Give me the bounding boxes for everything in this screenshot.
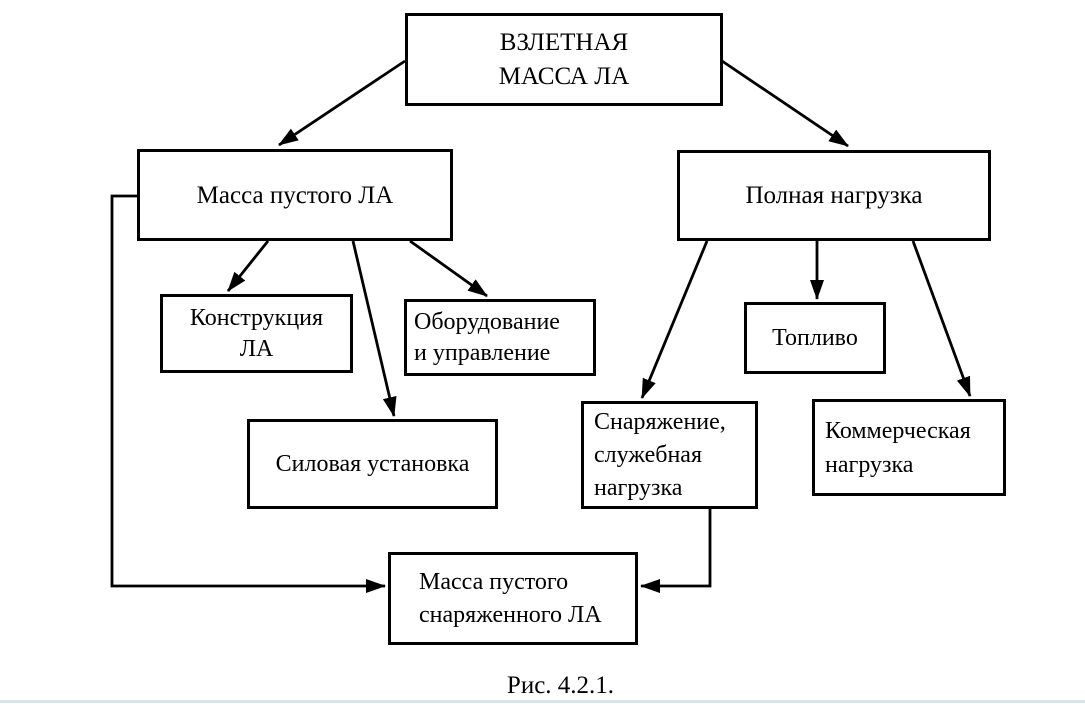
node-label-line: ВЗЛЕТНАЯ [499, 28, 629, 56]
node-label-line: Коммерческая [825, 417, 971, 444]
node-label-line: и управление [414, 339, 551, 366]
node-label-line: ЛА [239, 335, 274, 362]
node-equipment-control: Оборудование и управление [404, 299, 596, 376]
node-label-line: Силовая установка [275, 450, 470, 477]
node-label-line: Оборудование [414, 308, 560, 335]
node-full-load: Полная нагрузка [677, 150, 991, 241]
node-label-line: МАССА ЛА [498, 62, 630, 90]
node-empty-equipped-mass: Масса пустого снаряженного ЛА [388, 552, 638, 645]
node-label-line: служебная [594, 441, 702, 468]
arrow-empty-to-structure [226, 240, 270, 292]
node-power-plant: Силовая установка [247, 419, 498, 509]
node-label-line: Снаряжение, [594, 408, 726, 435]
arrow-gear-to-empty-equipped [640, 509, 712, 593]
arrow-takeoff-to-full [721, 59, 849, 148]
arrow-empty-to-equipment [409, 239, 488, 298]
node-label-line: нагрузка [594, 474, 683, 501]
arrow-full-to-commercial [911, 240, 972, 397]
node-commercial-load: Коммерческая нагрузка [812, 399, 1006, 496]
node-label-line: снаряженного ЛА [419, 601, 602, 628]
node-label-line: нагрузка [825, 451, 914, 478]
node-label-line: Полная нагрузка [745, 182, 923, 209]
node-fuel: Топливо [744, 302, 886, 374]
bottom-rule [0, 700, 1085, 703]
node-empty-mass: Масса пустого ЛА [137, 149, 453, 241]
arrow-empty-to-empty-equipped [110, 194, 386, 593]
node-gear-service-load: Снаряжение, служебная нагрузка [581, 401, 758, 509]
figure-caption: Рис. 4.2.1. [506, 672, 615, 699]
node-takeoff-mass: ВЗЛЕТНАЯ МАССА ЛА [405, 13, 723, 106]
arrow-empty-to-powerplant [351, 240, 397, 417]
arrow-full-to-gear [640, 240, 709, 399]
node-label-line: Масса пустого [419, 568, 569, 595]
node-structure: Конструкция ЛА [160, 294, 353, 373]
node-label-line: Конструкция [189, 304, 324, 331]
arrow-takeoff-to-empty [278, 59, 406, 147]
node-label-line: Масса пустого ЛА [196, 181, 394, 209]
node-label-line: Топливо [772, 324, 858, 351]
